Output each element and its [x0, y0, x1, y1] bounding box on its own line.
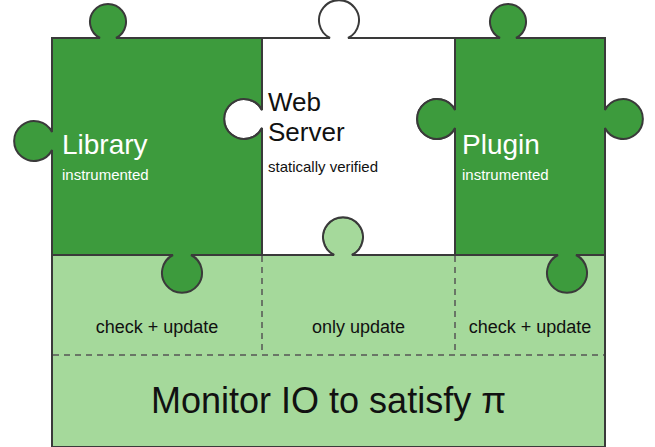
- node-subtext: statically verified: [268, 158, 418, 176]
- node-heading: Monitor IO to satisfy π: [56, 379, 601, 422]
- node-subtext: instrumented: [462, 166, 600, 184]
- band-divider: [53, 354, 604, 356]
- node-heading: check + update: [457, 317, 603, 339]
- node-heading: Plugin: [462, 128, 600, 162]
- web-server-label: Web Server statically verified: [268, 88, 418, 176]
- plugin-piece: [417, 4, 643, 293]
- library-piece: [14, 4, 262, 293]
- node-heading: check + update: [55, 317, 259, 339]
- node-heading: Web Server: [268, 88, 386, 148]
- band-divider: [454, 256, 456, 355]
- band-divider: [261, 256, 263, 355]
- library-piece-label: Library instrumented: [62, 128, 217, 184]
- node-heading: only update: [265, 317, 452, 339]
- only-update-cell: only update: [264, 317, 453, 339]
- check-update-cell: check + update: [457, 317, 603, 339]
- check-update-cell: check + update: [54, 317, 260, 339]
- plugin-piece-label: Plugin instrumented: [462, 128, 602, 184]
- monitor-io-band: Monitor IO to satisfy π: [54, 379, 603, 422]
- node-heading: Library: [62, 128, 212, 162]
- node-subtext: instrumented: [62, 166, 212, 184]
